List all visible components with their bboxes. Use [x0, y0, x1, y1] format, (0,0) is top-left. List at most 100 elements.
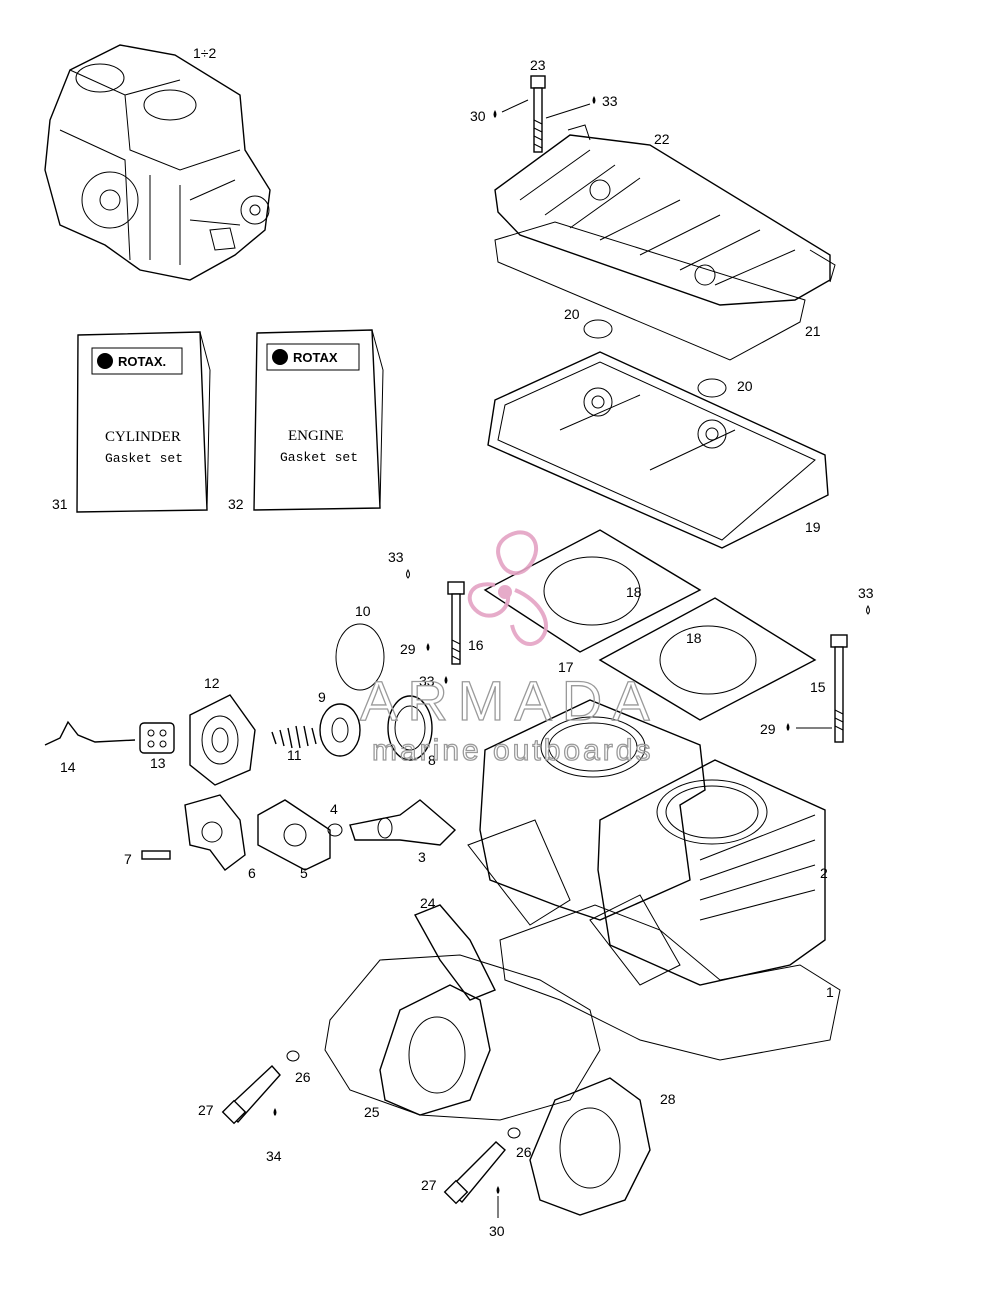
washer: [507, 1127, 521, 1139]
valve-piston: [319, 703, 361, 757]
kit-brand: ROTAX.: [118, 354, 166, 369]
kit-subtitle: Gasket set: [280, 450, 358, 465]
callout-4: 4: [330, 801, 338, 817]
head-gasket: [598, 597, 817, 721]
callout-32: 32: [228, 496, 244, 512]
flange-screw: [141, 850, 171, 860]
engine-block-illustration: [44, 44, 271, 281]
exhaust-manifold-gasket: [379, 984, 491, 1116]
head-cover-gasket: [494, 221, 806, 361]
watermark-logo: [467, 530, 548, 646]
callout-27: 27: [198, 1102, 214, 1118]
callout-5: 5: [300, 865, 308, 881]
svg-text:marine outboards: marine outboards: [372, 734, 653, 767]
valve-housing-cover: [189, 694, 256, 786]
drop-icon: [786, 723, 790, 731]
drop-icon: [426, 643, 430, 651]
engine-gasket-set-package: ROTAX ENGINE Gasket set: [253, 329, 384, 511]
kit-title: ENGINE: [288, 428, 344, 444]
washer: [286, 1050, 300, 1062]
drop-icon: [273, 1108, 277, 1116]
drop-icon: [493, 110, 497, 118]
callout-31: 31: [52, 496, 68, 512]
callout-18: 18: [686, 630, 702, 646]
manifold-bolt: [443, 1141, 506, 1205]
callout-30: 30: [470, 108, 486, 124]
callout-8: 8: [428, 752, 436, 768]
callout-28: 28: [660, 1091, 676, 1107]
callout-33: 33: [858, 585, 874, 601]
callout-26: 26: [516, 1144, 532, 1160]
callout-10: 10: [355, 603, 371, 619]
drop-icon: [444, 676, 448, 684]
callout-16: 16: [468, 637, 484, 653]
callout-29: 29: [760, 721, 776, 737]
callout-17: 17: [558, 659, 574, 675]
callout-23: 23: [530, 57, 546, 73]
kit-title: CYLINDER: [105, 429, 181, 445]
callout-34: 34: [266, 1148, 282, 1164]
drop-outline-icon: [866, 605, 870, 615]
spring-clip: [44, 720, 136, 746]
callout-27: 27: [421, 1177, 437, 1193]
head-gasket: [483, 529, 702, 653]
valve-cap: [139, 722, 175, 754]
callout-33: 33: [419, 673, 435, 689]
cylinder-head-cover: [494, 124, 836, 306]
callout-6: 6: [248, 865, 256, 881]
cylinder-gasket-set-package: ROTAX. CYLINDER Gasket set: [76, 331, 211, 513]
head-cover-bolt: [530, 75, 546, 153]
valve-spring: [271, 725, 317, 749]
small-o-ring: [327, 823, 343, 837]
callout-30: 30: [489, 1223, 505, 1239]
kit-brand: ROTAX: [293, 350, 338, 365]
o-ring: [583, 319, 613, 339]
callout-14: 14: [60, 759, 76, 775]
exhaust-valve: [349, 799, 457, 846]
callout-19: 19: [805, 519, 821, 535]
watermark-text: ARMADA marine outboards: [359, 668, 660, 767]
valve-gasket: [257, 799, 331, 871]
o-ring-large: [335, 623, 385, 691]
callout-7: 7: [124, 851, 132, 867]
callout-29: 29: [400, 641, 416, 657]
exhaust-flange-gasket: [529, 1077, 651, 1216]
callout-11: 11: [287, 747, 302, 763]
manifold-bolt: [221, 1064, 281, 1125]
cylinder-bolt-long: [830, 634, 848, 743]
callout-13: 13: [150, 755, 166, 771]
o-ring: [697, 378, 727, 398]
callout-25: 25: [364, 1104, 380, 1120]
callout-20: 20: [737, 378, 753, 394]
crankcase-outline: [499, 904, 841, 1061]
callout-18: 18: [626, 584, 642, 600]
rotax-gear-logo-icon: [272, 349, 288, 365]
rotax-gear-logo-icon: [97, 353, 113, 369]
callout-24: 24: [420, 895, 436, 911]
drop-icon: [592, 96, 596, 104]
callout-1: 1: [826, 984, 834, 1000]
valve-flange: [184, 794, 246, 871]
callout-12: 12: [204, 675, 220, 691]
callout-33: 33: [388, 549, 404, 565]
svg-text:ARMADA: ARMADA: [360, 669, 660, 732]
cylinder-bolt-short: [447, 581, 465, 665]
cylinder-head: [487, 351, 829, 549]
exhaust-manifold-outline: [324, 954, 601, 1121]
callout-26: 26: [295, 1069, 311, 1085]
callout-3: 3: [418, 849, 426, 865]
exhaust-gasket: [414, 904, 496, 1001]
valve-bellows: [387, 695, 433, 761]
cylinder-block: [467, 699, 826, 986]
callout-2: 2: [820, 865, 828, 881]
callout-33: 33: [602, 93, 618, 109]
drop-outline-icon: [406, 569, 410, 579]
callout-22: 22: [654, 131, 670, 147]
callout-1-2: 1÷2: [193, 45, 216, 61]
kit-subtitle: Gasket set: [105, 451, 183, 466]
drop-icon: [496, 1186, 500, 1194]
callout-15: 15: [810, 679, 826, 695]
callout-20: 20: [564, 306, 580, 322]
callout-9: 9: [318, 689, 326, 705]
